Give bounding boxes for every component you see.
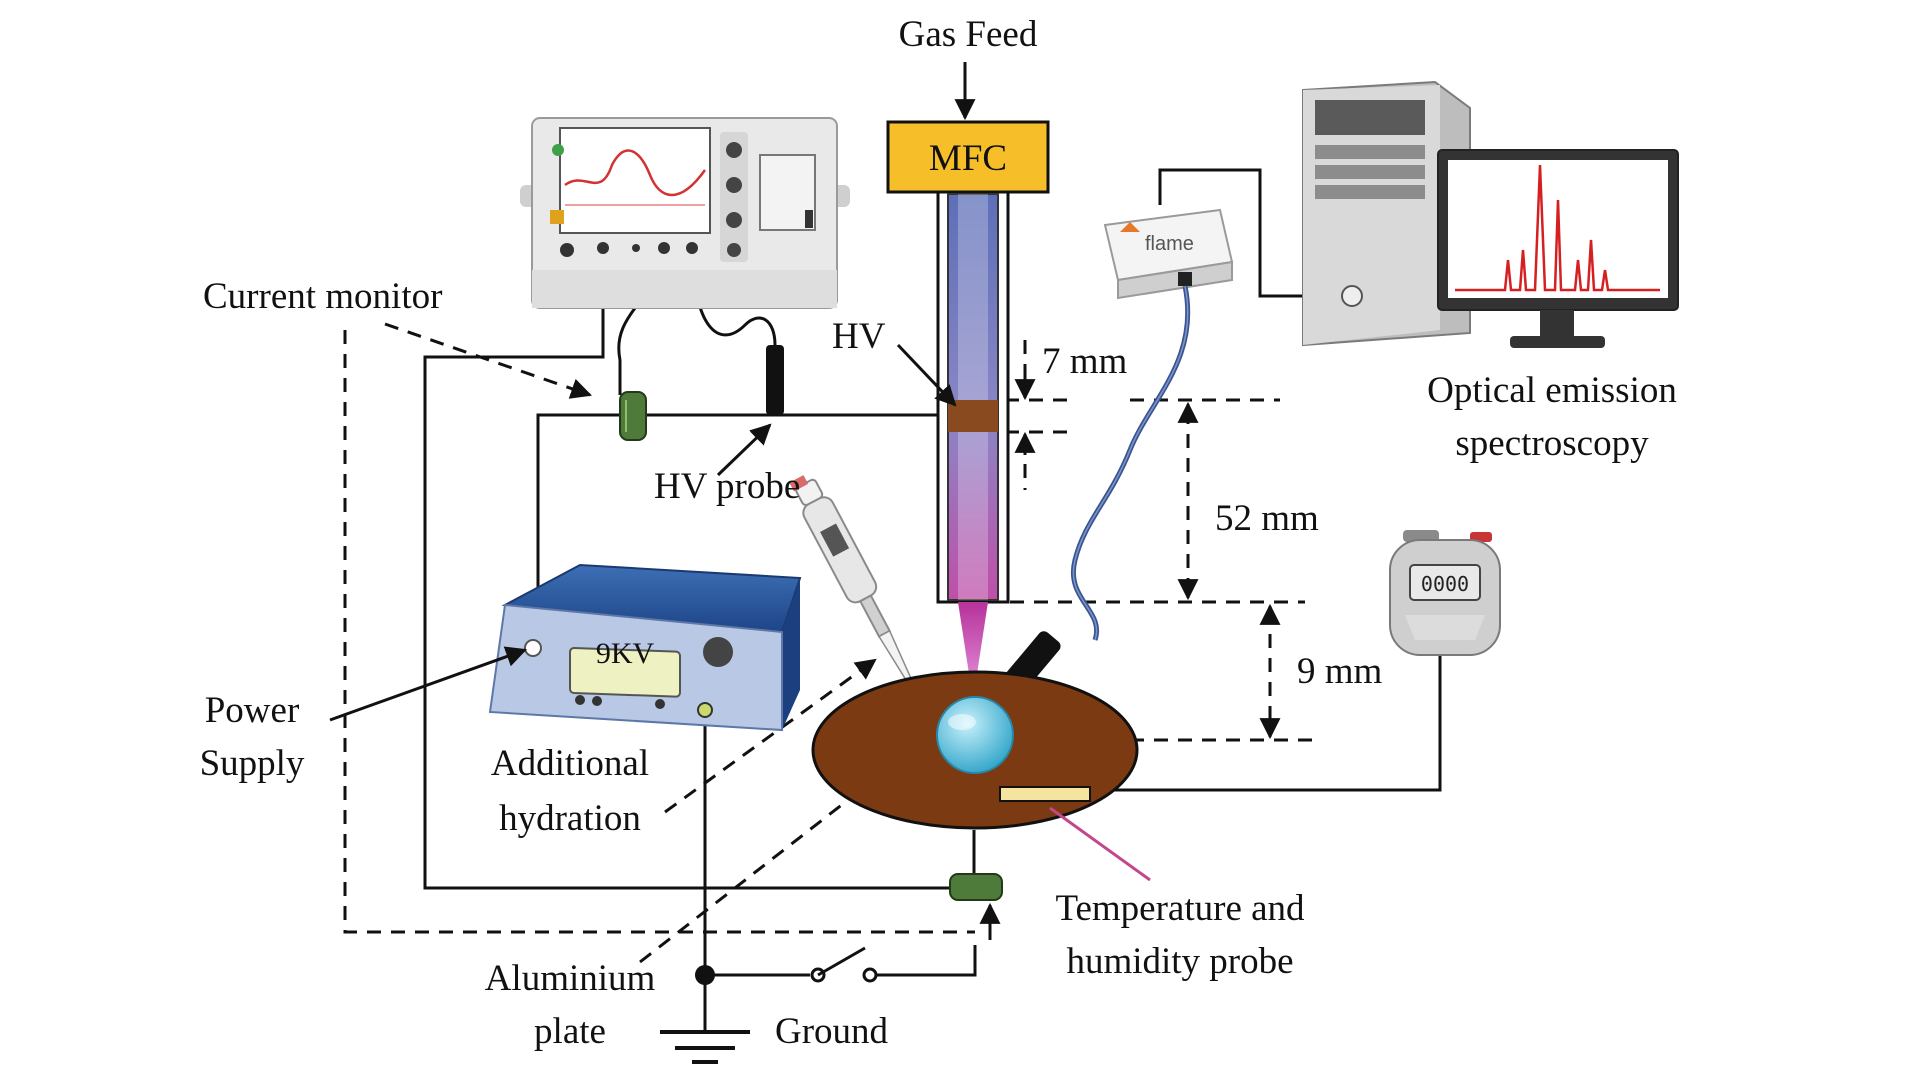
- water-droplet: [936, 696, 1014, 774]
- optical-emission-label-line1: Optical emission: [1427, 370, 1677, 411]
- aluminium-plate-label-line2: plate: [534, 1011, 606, 1052]
- plasma-plume: [958, 602, 988, 700]
- optical-emission-label-line2: spectroscopy: [1455, 423, 1649, 464]
- dim-9mm-label: 9 mm: [1297, 651, 1383, 692]
- power-display: 9KV: [596, 637, 655, 670]
- optical-fiber: [1070, 285, 1191, 641]
- pipette-icon: [789, 475, 916, 689]
- hv-probe-label: HV probe: [654, 466, 800, 507]
- dim-7mm-label: 7 mm: [1042, 341, 1128, 382]
- hv-label: HV: [832, 316, 886, 357]
- stopwatch-icon: 0000: [1389, 530, 1501, 656]
- power-supply-label-line2: Supply: [200, 743, 305, 784]
- ground-symbol-icon: [660, 1030, 750, 1064]
- additional-hydration-label-line2: hydration: [499, 798, 641, 839]
- power-supply-unit: 9KV: [488, 563, 802, 732]
- dashed-connections: [343, 322, 1320, 964]
- oscilloscope-icon: [520, 117, 850, 309]
- ground-current-monitor: [949, 873, 1003, 901]
- current-monitor-label: Current monitor: [203, 276, 442, 317]
- temperature-humidity-label-line1: Temperature and: [1055, 888, 1305, 929]
- additional-hydration-label-line1: Additional: [491, 743, 649, 784]
- power-supply-label-line1: Power: [205, 690, 300, 731]
- dim-52mm-label: 52 mm: [1215, 498, 1319, 539]
- gas-feed-assembly: MFC: [886, 62, 1050, 700]
- gas-feed-label: Gas Feed: [899, 14, 1038, 55]
- monitor-spectrum-icon: [1437, 149, 1679, 348]
- current-monitor-coil: [619, 391, 647, 441]
- ground-label: Ground: [775, 1011, 889, 1052]
- dimension-arrows: [979, 375, 1281, 940]
- computer-tower-icon: [1302, 80, 1471, 347]
- stopwatch-display: 0000: [1421, 572, 1469, 596]
- aluminium-plate-label-line1: Aluminium: [485, 958, 656, 999]
- spectrometer-icon: flame: [1103, 208, 1234, 300]
- hv-probe-device: [766, 345, 784, 415]
- switch-icon: [695, 946, 878, 985]
- mfc-label: MFC: [929, 138, 1007, 179]
- hv-electrode: [948, 400, 998, 432]
- temperature-humidity-sensor: [999, 786, 1091, 802]
- temperature-humidity-label-line2: humidity probe: [1066, 941, 1293, 982]
- spectrometer-brand: flame: [1145, 233, 1194, 255]
